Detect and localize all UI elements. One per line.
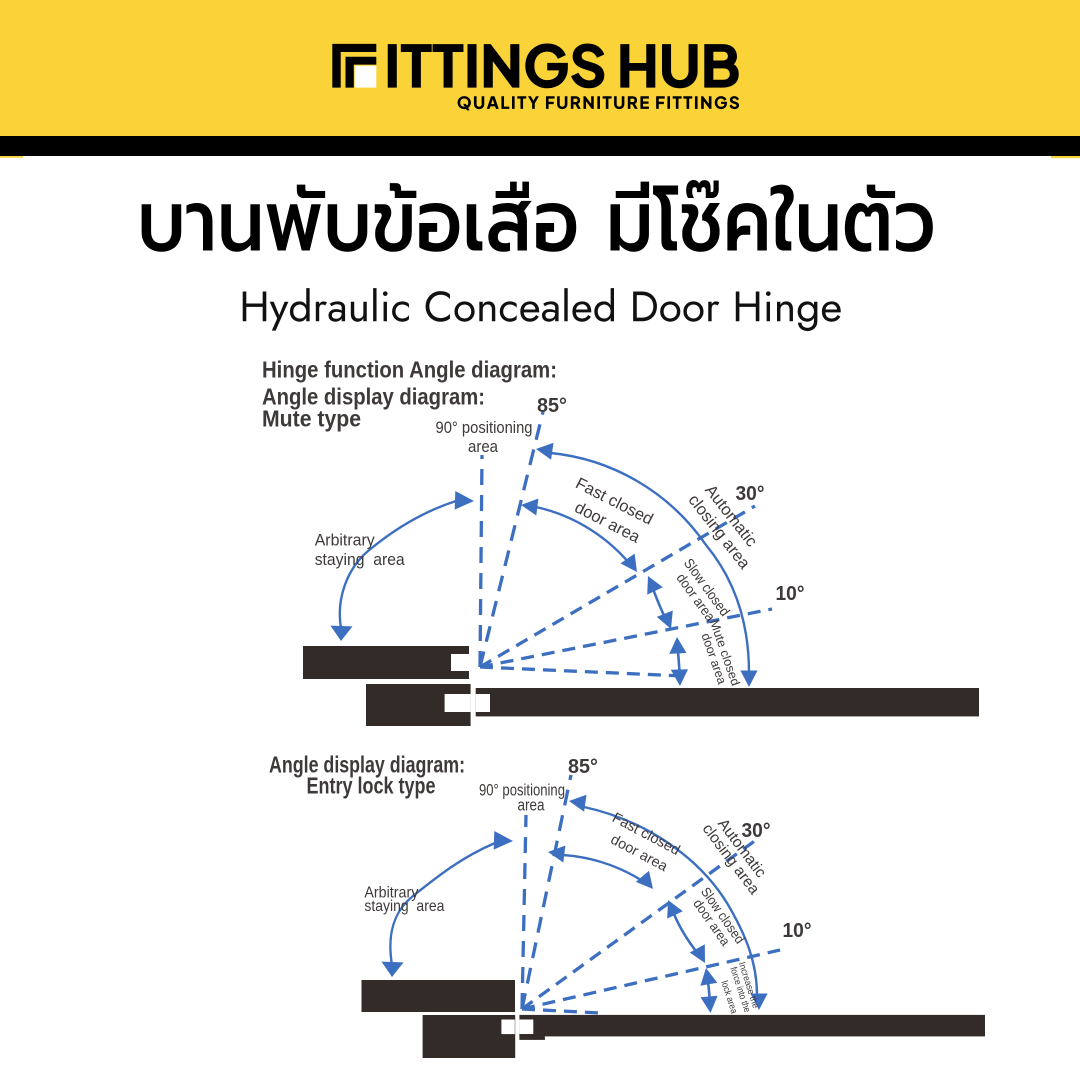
svg-text:10°: 10°: [776, 583, 805, 605]
svg-text:Angle display diagram:: Angle display diagram:: [269, 752, 465, 778]
svg-text:85°: 85°: [537, 395, 567, 417]
svg-text:30°: 30°: [742, 820, 771, 842]
svg-text:Angle display diagram:: Angle display diagram:: [262, 384, 485, 410]
svg-text:90° positioning: 90° positioning: [479, 782, 565, 800]
svg-text:area: area: [518, 796, 546, 814]
svg-text:85°: 85°: [568, 756, 598, 778]
svg-text:staying area: staying area: [364, 898, 444, 915]
svg-text:30°: 30°: [736, 483, 765, 505]
svg-text:Hinge function Angle diagram:: Hinge function Angle diagram:: [262, 357, 557, 383]
svg-text:Arbitrary: Arbitrary: [364, 884, 418, 901]
svg-text:10°: 10°: [783, 920, 812, 942]
svg-text:90° positioning: 90° positioning: [436, 419, 533, 437]
svg-text:Mute type: Mute type: [262, 406, 361, 432]
svg-text:Entry lock type: Entry lock type: [307, 773, 436, 799]
svg-text:area: area: [468, 438, 499, 456]
svg-text:Arbitrary: Arbitrary: [315, 532, 376, 550]
svg-text:staying area: staying area: [315, 551, 406, 569]
